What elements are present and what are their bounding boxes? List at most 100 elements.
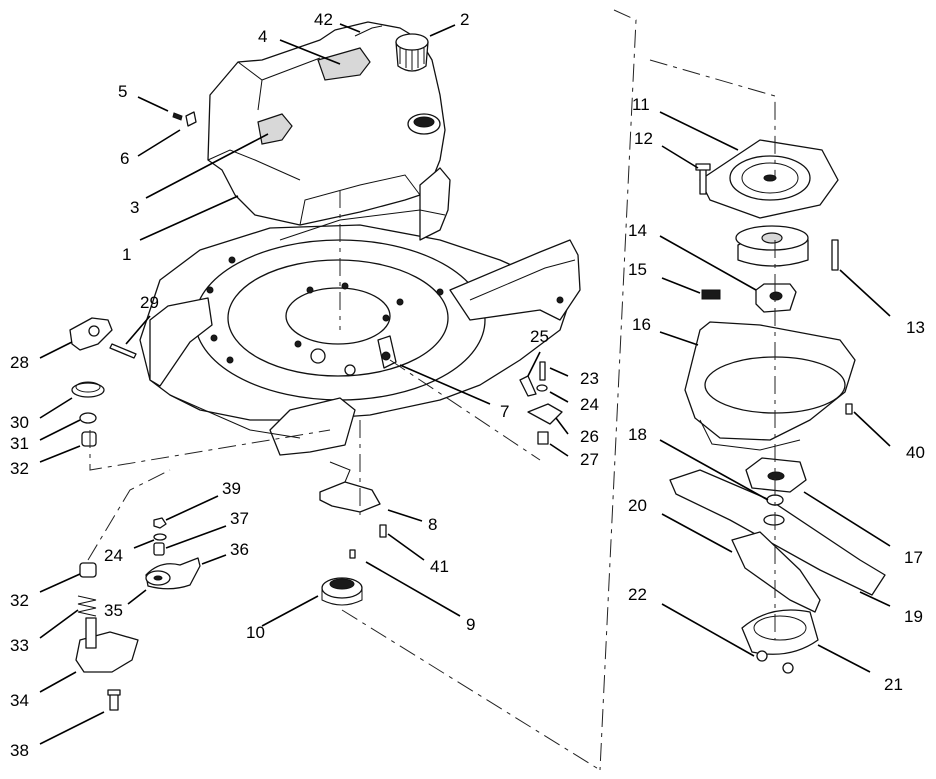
nut-39 [153,517,167,529]
leader-line-c14 [659,235,757,291]
leader-line-c26 [555,417,569,435]
leader-line-c8 [387,509,423,522]
leader-line-c17 [803,491,891,547]
callout-c23: 23 [580,369,599,388]
bolt-12 [695,163,711,195]
callout-c42: 42 [314,10,333,29]
leader-line-c37 [165,525,227,549]
leader-line-c1 [139,195,239,241]
leader-line-c11 [659,111,739,151]
callout-c7: 7 [500,402,509,421]
callout-c8: 8 [428,515,437,534]
blade-19 [669,469,886,596]
leader-line-c32b [39,573,81,593]
leader-line-c30 [39,397,73,419]
washer-24-upper [536,384,548,392]
callout-c5: 5 [118,82,127,101]
callout-c12: 12 [634,129,653,148]
callout-c14: 14 [628,221,647,240]
height-adjust-lever [69,317,113,351]
callout-c2: 2 [460,10,469,29]
callout-c16: 16 [632,315,651,334]
callout-c27: 27 [580,450,599,469]
leader-line-c15 [661,277,701,294]
leader-line-c33 [39,609,79,639]
leader-line-c19 [859,591,891,607]
blade-guard-21 [741,609,819,674]
pulley-13 [735,225,839,271]
callout-c1: 1 [122,245,131,264]
leader-line-c5 [137,96,169,112]
bolt-41 [379,524,387,538]
screw-and-clip [172,111,197,127]
callout-c15: 15 [628,260,647,279]
bushing-32-lower [79,562,97,578]
callout-c21: 21 [884,675,903,694]
callout-c10: 10 [246,623,265,642]
fuel-line-fitting [354,25,383,37]
bearing-10 [321,577,363,606]
screw-40 [845,403,853,415]
spring-33 [77,595,97,617]
leader-line-c24a [549,391,569,403]
leader-line-c23 [549,367,569,377]
callout-c31: 31 [10,434,29,453]
callout-c33: 33 [10,636,29,655]
callout-leaders [39,23,891,745]
baffle-bracket-8 [319,461,381,513]
callout-c18: 18 [628,425,647,444]
callout-c6: 6 [120,149,129,168]
callout-c22: 22 [628,585,647,604]
leader-line-c7 [399,364,491,405]
callout-c32a: 32 [10,459,29,478]
washer-24-lower [153,533,167,541]
leader-line-c20 [661,513,733,553]
callout-c40: 40 [906,443,925,462]
callout-c9: 9 [466,615,475,634]
blade-housing-16 [684,321,856,451]
callout-c13: 13 [906,318,925,337]
callout-c37: 37 [230,509,249,528]
leader-line-c34 [39,671,77,693]
leader-line-c38 [39,711,105,745]
leader-line-c13 [839,269,891,317]
leader-line-c16 [659,331,699,346]
leader-line-c10 [261,595,319,627]
leader-line-c4 [279,39,341,65]
bearing-housing-14 [755,283,797,313]
wheel-bracket-36 [145,557,201,590]
leader-line-c29 [125,315,151,345]
callout-c24a: 24 [580,395,599,414]
callout-c35: 35 [104,601,123,620]
callout-c39: 39 [222,479,241,498]
leader-line-c6 [137,129,181,157]
leader-line-c27 [549,443,569,457]
callout-c19: 19 [904,607,923,626]
leader-line-c21 [817,644,871,673]
leader-line-c42 [339,23,361,33]
callout-c41: 41 [430,557,449,576]
callout-c32b: 32 [10,591,29,610]
callout-c29: 29 [140,293,159,312]
callout-c17: 17 [904,548,923,567]
leader-line-c22 [661,603,755,657]
mulch-plate-20 [731,531,821,613]
leader-line-c40 [853,411,891,447]
callout-c34: 34 [10,691,29,710]
leader-line-c24b [133,539,155,549]
flywheel-11 [699,139,839,219]
bracket-26 [527,403,563,425]
blade-adapter-17 [745,457,807,493]
key-9 [349,549,356,559]
callout-c4: 4 [258,27,267,46]
engine-decal [257,113,293,145]
lever-25 [519,375,537,397]
leader-line-c18 [659,439,769,501]
callout-labels: 1234567891011121314151617181920212223242… [10,10,925,760]
bolt-38 [107,689,121,711]
leader-line-c31 [39,419,81,441]
bolt-23 [539,361,546,381]
callout-c3: 3 [130,198,139,217]
callout-c11: 11 [632,95,650,114]
